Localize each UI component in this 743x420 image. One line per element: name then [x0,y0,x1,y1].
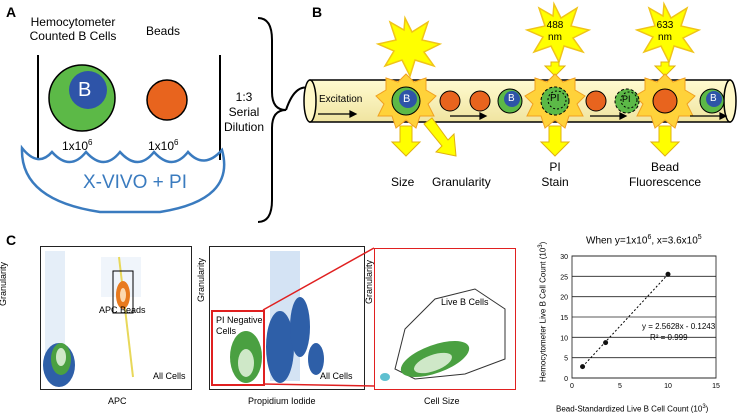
plot-apc-gate: APC Beads [99,305,146,315]
bead-arrow-icon [649,125,681,157]
beads-count-base: 1x10 [148,139,175,153]
excitation-label: Excitation [319,94,363,105]
regression-ylabel-end: ) [538,241,548,245]
output-size: Size [391,175,415,189]
granularity-arrow-icon [423,117,457,157]
laser-633-label: 633 nm [656,20,674,43]
beads-count-exp: 6 [174,138,179,147]
cells-count-exp: 6 [88,138,93,147]
regression-xlabel-exp: 3 [702,404,706,410]
size-arrow-icon [390,125,422,157]
output-bead-fluorescence: Bead Fluorescence [628,160,702,189]
bead-icon [652,88,678,114]
regression-ytick: 0 [564,376,568,383]
regression-ytick: 20 [560,295,568,302]
flow-cell-graphic [303,1,737,157]
plot-pi: PI Negative Cells All Cells [209,246,365,390]
regression-title-exp2: 5 [697,234,702,241]
regression-xtick: 15 [712,383,720,390]
bead-icon [585,90,607,112]
regression-xtick: 0 [570,383,574,390]
laser-burst-1-icon [375,15,443,78]
dilution-label: 1:3 Serial Dilution [223,90,265,134]
regression-ytick: 30 [560,254,568,261]
bead-icon [146,79,188,121]
output-pi-stain: PI Stain [541,160,569,189]
regression-xlabel: Bead-Standardized Live B Cell Count (103… [556,404,708,414]
plot-pi-gate: PI Negative Cells [216,315,263,336]
bead-icon [469,90,491,112]
panel-a-graphic [20,55,226,214]
regression-ytick: 5 [564,356,568,363]
regression-ylabel-exp: 3 [538,244,544,248]
regression-r2: R² = 0.999 [650,333,688,342]
regression-ytick: 25 [560,274,568,281]
regression-point [665,271,671,277]
panel-b-letter: B [312,4,323,20]
cells-label: Hemocytometer Counted B Cells [29,15,117,43]
b-cell-glyph: B [78,79,92,101]
beads-count: 1x106 [148,138,178,153]
plot-cell-size-gate: Live B Cells [441,297,489,307]
regression-ylabel: Hemocytometer Live B Cell Count (103) [538,242,548,382]
regression-title-b: , x=3.6x10 [651,235,698,247]
regression-title-exp1: 6 [647,234,652,241]
regression-trendline [582,273,669,367]
tube-pi-glyph-1: PI [550,93,560,104]
regression-point [603,340,609,346]
regression-point [580,364,586,370]
plot-pi-xlabel: Propidium Iodide [248,396,316,406]
output-granularity: Granularity [432,175,491,189]
panel-c-letter: C [6,232,17,248]
tube-cell-glyph-3: B [710,93,717,104]
plot-cell-size: Live B Cells [374,248,516,390]
regression-ytick: 15 [560,315,568,322]
regression-title-a: When y=1x10 [586,235,648,247]
plot-apc-corner: All Cells [153,371,186,381]
tube-cell-glyph-2: B [508,93,515,104]
bead-icon [439,90,461,112]
tube-pi-glyph-2: PI [622,94,631,104]
cells-count-base: 1x10 [62,139,89,153]
plot-apc-xlabel: APC [108,396,127,406]
cells-count: 1x106 [62,138,92,153]
regression-title: When y=1x106, x=3.6x105 [586,234,702,246]
regression-ytick: 10 [560,335,568,342]
beads-label: Beads [146,24,181,38]
laser-488-label: 488 nm [546,20,564,43]
regression-ylabel-text: Hemocytometer Live B Cell Count (10 [538,247,548,382]
plot-cell-size-xlabel: Cell Size [424,396,460,406]
tube-cell-glyph-1: B [403,93,411,105]
regression-xlabel-end: ) [705,404,709,414]
plot-apc: APC Beads All Cells [40,246,192,390]
medium-label: X-VIVO + PI [82,172,187,193]
pi-arrow-icon [539,125,571,157]
regression-xtick: 5 [618,383,622,390]
regression-xtick: 10 [664,383,672,390]
regression-xlabel-text: Bead-Standardized Live B Cell Count (10 [556,404,703,414]
plot-pi-corner: All Cells [320,371,353,381]
panel-a-letter: A [6,4,17,20]
regression-equation: y = 2.5628x - 0.1243 [642,322,716,331]
